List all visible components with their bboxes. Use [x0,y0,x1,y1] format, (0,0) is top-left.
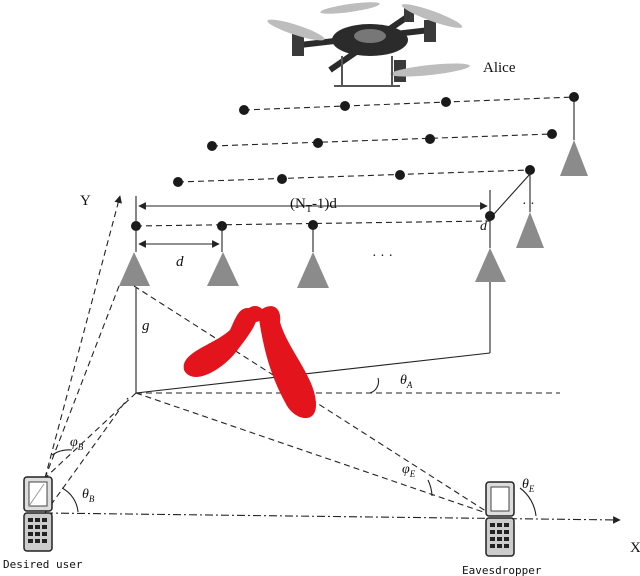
antenna-3 [297,252,329,288]
array-ellipsis: · · · [372,249,393,264]
spacing-label-right: d [480,219,488,234]
origin-to-eve [135,392,493,516]
phi-e-label: φE [402,462,416,479]
theta-b-label: θB [82,487,95,504]
side-ellipsis: · · [522,197,535,212]
theta-a-label: θA [400,373,413,390]
antenna-n [475,248,506,282]
drone-icon [267,2,470,87]
eavesdropper-label: Eavesdropper [462,564,542,576]
theta-e-arc [519,487,537,517]
y-axis-label: Y [80,193,91,209]
phi-b-label: φB [70,435,84,452]
desired-user-phone-icon [23,476,53,552]
eavesdropper-phone-icon [485,481,515,557]
array-length-label: (NT-1)d [290,196,337,215]
beam-pattern [183,306,316,419]
alice-label: Alice [483,60,516,76]
desired-user-label: Desired user [3,558,83,571]
array-to-origin-line [135,352,491,394]
phi-b-arc [51,449,73,456]
x-axis-label: X [630,540,640,556]
spacing-label: d [176,254,184,270]
x-axis [44,512,621,524]
phi-e-arc [427,479,433,497]
perspective-link [493,173,531,215]
antenna-2 [207,252,239,286]
array-row-2 [207,129,557,151]
antenna-1 [119,252,150,286]
y-axis [44,195,122,479]
antenna-to-user [44,285,120,479]
theta-b-arc [61,487,79,513]
theta-e-label: θE [522,477,535,494]
height-label: g [142,318,150,334]
theta-a-arc [369,377,380,394]
array-row-3 [239,92,588,176]
array-row-1 [173,165,544,248]
array-row-front [119,211,506,288]
